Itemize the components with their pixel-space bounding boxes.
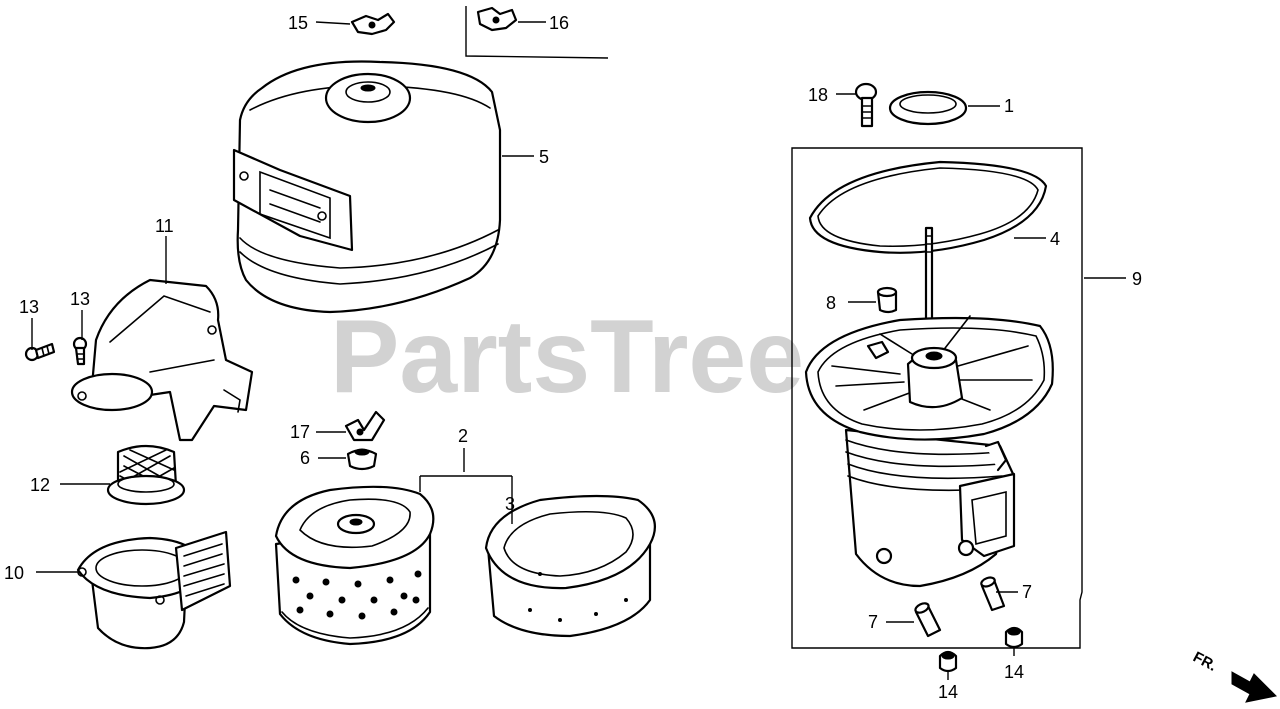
part-6-grommet[interactable] [346,448,378,471]
callout-4: 4 [1050,229,1060,249]
part-13-bolt-left[interactable] [24,342,56,362]
callout-15: 15 [288,13,308,33]
callout-7-right: 7 [1022,582,1032,602]
part-10-case-base[interactable] [76,530,232,650]
callout-17: 17 [290,422,310,442]
part-2-filter-element[interactable] [274,485,435,646]
callout-16: 16 [549,13,569,33]
callout-13-right: 13 [70,289,90,309]
callout-3: 3 [505,494,515,514]
part-8-collar[interactable] [876,286,898,314]
leader-lines [31,21,1126,680]
part-17-wing-nut[interactable] [344,410,386,442]
part-3-foam-element[interactable] [484,494,656,638]
part-9-case-assembly[interactable] [804,226,1054,588]
callout-9: 9 [1132,269,1142,289]
callout-8: 8 [826,293,836,313]
part-5-air-cleaner-cover[interactable] [232,60,502,314]
part-12-intake-screen[interactable] [106,444,186,506]
callout-18: 18 [808,85,828,105]
front-direction-indicator: FR. [1190,649,1278,703]
callout-14-left: 14 [938,682,958,702]
callout-5: 5 [539,147,549,167]
callout-7-left: 7 [868,612,878,632]
part-1-seal-ring[interactable] [888,90,968,126]
callout-14-right: 14 [1004,662,1024,682]
callout-12: 12 [30,475,50,495]
part-16-bracket-line [465,6,609,59]
callout-labels: 1 2 3 4 5 6 7 7 8 9 10 11 12 13 13 14 14… [4,13,1142,702]
watermark: PartsTree [330,299,804,415]
part-7-tube-right[interactable] [980,576,1006,612]
part-13-bolt-right[interactable] [72,336,88,366]
front-arrow-icon [1231,671,1278,703]
callout-6: 6 [300,448,310,468]
part-14-cap-right[interactable] [1004,626,1024,649]
part-14-cap-left[interactable] [938,650,958,673]
part-18-bolt[interactable] [854,82,878,128]
part-9-group-frame [791,147,1083,649]
callout-10: 10 [4,563,24,583]
part-16-wing-nut[interactable] [476,6,518,32]
callout-13-left: 13 [19,297,39,317]
callout-2: 2 [458,426,468,446]
part-7-tube-left[interactable] [914,601,942,638]
part-11-intake-duct[interactable] [70,278,254,442]
part-15-wing-nut[interactable] [350,12,396,36]
callout-11: 11 [155,216,174,236]
part-4-gasket[interactable] [808,160,1048,254]
callout-1: 1 [1004,96,1014,116]
direction-label: FR. [1190,649,1219,675]
